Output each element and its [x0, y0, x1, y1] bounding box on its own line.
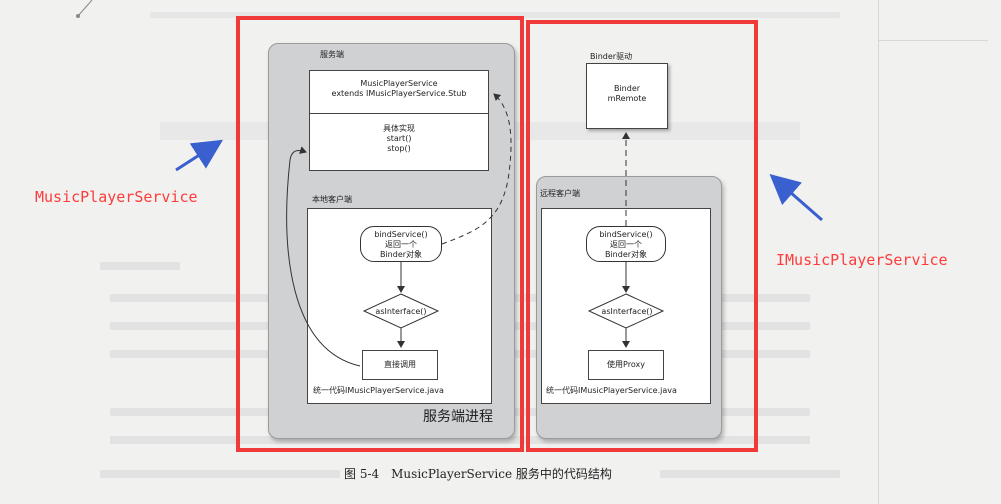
implementation-box: 具体实现 start() stop(): [309, 113, 489, 171]
page-edge: [878, 40, 988, 41]
right-highlight-frame: [526, 20, 758, 452]
remote-client-label: 远程客户端: [540, 189, 580, 198]
remote-asinterface-label: asInterface(): [601, 307, 653, 316]
background-text-line: [100, 470, 340, 478]
service-class-extends: extends IMusicPlayerService.Stub: [331, 89, 467, 98]
local-unified-code-label: 统一代码IMusicPlayerService.java: [313, 386, 444, 395]
background-text-line: [660, 470, 840, 478]
server-process-label: 服务端进程: [423, 409, 493, 425]
right-annotation-label: IMusicPlayerService: [776, 251, 948, 269]
background-text-line: [100, 262, 180, 270]
direct-call-curve: [286, 146, 361, 367]
local-asinterface-label: asInterface(): [375, 307, 427, 316]
remote-use-proxy-box: 使用Proxy: [588, 350, 664, 380]
impl-start: start(): [386, 134, 412, 143]
left-annotation-label: MusicPlayerService: [35, 188, 198, 206]
pen-mark: [76, 14, 80, 18]
server-label: 服务端: [320, 50, 344, 59]
impl-stop: stop(): [387, 144, 411, 153]
binder-driver-box: Binder mRemote: [586, 63, 668, 129]
local-direct-call-box: 直接调用: [362, 350, 438, 380]
impl-label: 具体实现: [383, 124, 415, 133]
local-bindservice-node: bindService() 返回一个 Binder对象: [360, 226, 442, 262]
left-annotation-arrow: [175, 139, 224, 172]
binder-driver-label: Binder驱动: [590, 52, 633, 61]
remote-unified-code-label: 统一代码IMusicPlayerService.java: [546, 386, 677, 395]
background-text-line: [110, 436, 810, 444]
pen-mark: [77, 0, 93, 17]
page-edge: [878, 0, 879, 504]
left-highlight-frame: [236, 16, 524, 452]
local-client-label: 本地客户端: [312, 195, 352, 204]
remote-bindservice-node: bindService() 返回一个 Binder对象: [586, 226, 666, 262]
figure-caption: 图 5-4 MusicPlayerService 服务中的代码结构: [344, 467, 612, 481]
right-annotation-arrow: [769, 174, 823, 222]
bind-dashed-curve: [441, 93, 512, 245]
background-text-line: [150, 12, 840, 18]
service-class-name: MusicPlayerService: [360, 79, 438, 88]
